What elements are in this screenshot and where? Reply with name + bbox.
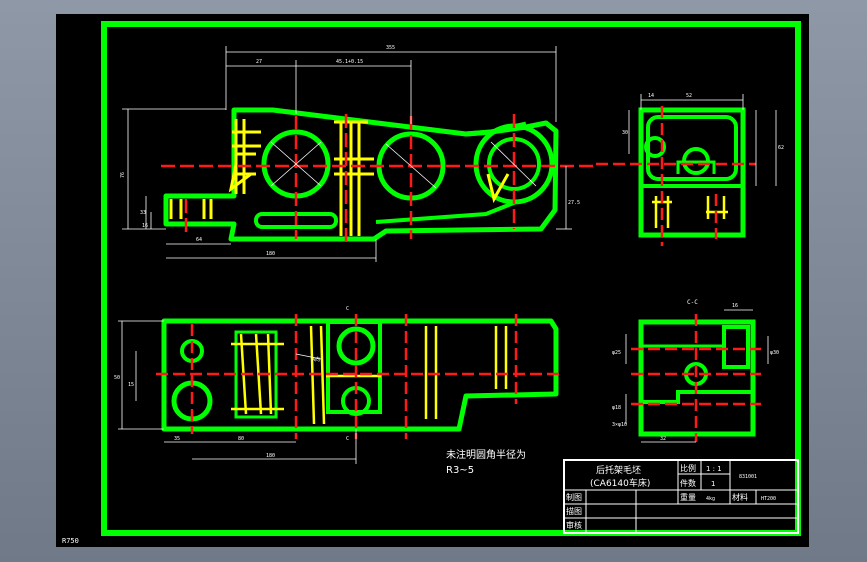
svg-text:1: 1: [711, 480, 715, 488]
svg-text:64: 64: [196, 237, 202, 243]
part-name: 后托架毛坯: [596, 464, 641, 476]
svg-text:4kg: 4kg: [706, 496, 715, 502]
svg-text:831001: 831001: [739, 474, 757, 480]
svg-text:50: 50: [114, 375, 120, 381]
svg-text:180: 180: [266, 251, 275, 257]
svg-text:C: C: [346, 306, 349, 312]
note-line2: R3~5: [446, 465, 474, 476]
svg-text:HT200: HT200: [761, 496, 776, 502]
svg-text:3×φ10: 3×φ10: [612, 422, 627, 428]
svg-text:76: 76: [120, 172, 126, 178]
border-frame: [101, 21, 801, 536]
svg-text:审核: 审核: [566, 520, 582, 530]
svg-text:27.5: 27.5: [568, 200, 580, 206]
svg-text:制图: 制图: [566, 492, 582, 502]
svg-text:33: 33: [140, 210, 146, 216]
svg-text:14: 14: [648, 93, 654, 99]
part-subtitle: (CA6140车床): [590, 477, 650, 489]
svg-text:比例: 比例: [680, 463, 696, 473]
svg-text:φ30: φ30: [770, 350, 779, 356]
plan-view: 50 15 35 80 180 A向 C C: [114, 306, 561, 464]
svg-text:C: C: [346, 436, 349, 442]
title-block: 后托架毛坯 (CA6140车床) 比例 1 : 1 件数 1 831001 重量…: [563, 459, 799, 534]
svg-text:30: 30: [622, 130, 628, 136]
svg-text:16: 16: [142, 223, 148, 229]
svg-text:52: 52: [686, 93, 692, 99]
svg-text:15: 15: [128, 382, 134, 388]
note-line1: 未注明圆角半径为: [446, 448, 526, 461]
svg-text:C-C: C-C: [687, 299, 698, 306]
front-dim-text: 355 27 45.1+0.15 76 33 16 64 180 27.5: [120, 45, 580, 257]
section-view: C-C 16 φ25 φ30 φ18 3×φ10 32: [612, 299, 779, 443]
svg-text:355: 355: [386, 45, 395, 51]
svg-text:62: 62: [778, 145, 784, 151]
svg-text:φ25: φ25: [612, 350, 621, 356]
svg-text:重量: 重量: [680, 492, 696, 502]
svg-text:80: 80: [238, 436, 244, 442]
corner-label: R750: [62, 537, 79, 545]
svg-text:件数: 件数: [680, 478, 696, 488]
svg-text:A向: A向: [312, 356, 320, 363]
front-view: [161, 107, 596, 244]
svg-text:32: 32: [660, 436, 666, 442]
svg-text:φ18: φ18: [612, 405, 621, 411]
svg-text:材料: 材料: [732, 492, 748, 502]
side-view: 14 52 30 62: [596, 93, 784, 246]
svg-text:35: 35: [174, 436, 180, 442]
svg-text:45.1+0.15: 45.1+0.15: [336, 59, 363, 65]
front-dimensions: [122, 46, 572, 262]
plan-outline: [161, 318, 559, 432]
svg-text:180: 180: [266, 453, 275, 459]
svg-text:描图: 描图: [566, 506, 582, 516]
svg-text:1 : 1: 1 : 1: [706, 465, 722, 473]
engineering-drawing: 355 27 45.1+0.15 76 33 16 64 180 27.5: [62, 21, 801, 545]
cad-viewport[interactable]: 355 27 45.1+0.15 76 33 16 64 180 27.5: [56, 14, 809, 547]
svg-text:16: 16: [732, 303, 738, 309]
svg-text:27: 27: [256, 59, 262, 65]
